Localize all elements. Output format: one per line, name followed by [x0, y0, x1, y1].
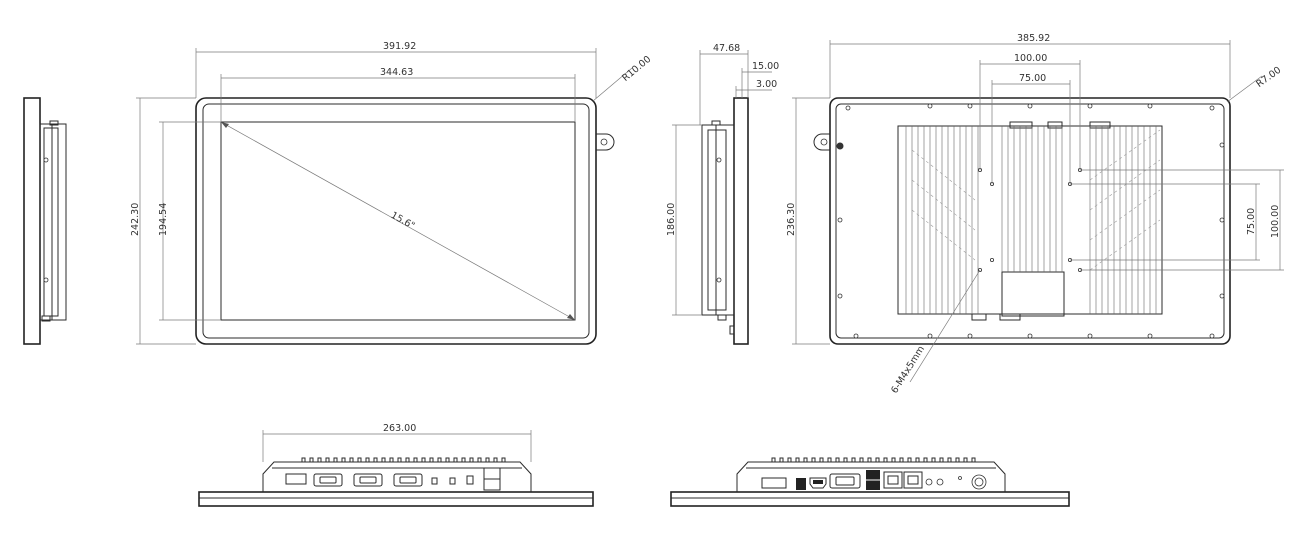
front-width-active-label: 344.63 — [380, 67, 413, 78]
usb-port-stack — [483, 467, 501, 491]
bottom-view-right — [670, 457, 1070, 507]
power-button — [971, 474, 987, 490]
rear-view: 385.92 100.00 75.00 R7.00 236.30 75.00 1… — [786, 33, 1284, 396]
audio-jack-right-2 — [936, 478, 944, 486]
side-height-label: 186.00 — [666, 203, 677, 236]
front-view: 15.6" 391.92 344.63 R10.00 242.30 194.54 — [130, 41, 653, 345]
audio-jack-1 — [431, 477, 438, 485]
audio-jack-2 — [449, 477, 456, 485]
front-corner-radius-label: R10.00 — [620, 54, 653, 84]
rear-height-label: 236.30 — [786, 203, 797, 236]
front-height-outer-label: 242.30 — [130, 203, 141, 236]
left-side-view — [23, 97, 67, 345]
screen-diagonal-label: 15.6" — [389, 210, 417, 232]
front-height-active-label: 194.54 — [158, 203, 169, 236]
rear-corner-radius-label: R7.00 — [1254, 65, 1283, 90]
front-width-outer-label: 391.92 — [383, 41, 416, 52]
side-depth-label: 47.68 — [713, 43, 740, 54]
sim-card-slot — [761, 477, 787, 489]
ethernet-port-1 — [883, 471, 903, 489]
rear-vesa-75-label: 75.00 — [1019, 73, 1046, 84]
rear-vesa-100-vertical-label: 100.00 — [1270, 205, 1281, 238]
heatsink-fins — [905, 126, 1157, 314]
bottom-left-vents — [301, 457, 506, 463]
screw-spec-label: 6-M4x5mm — [889, 344, 927, 396]
bottom-width-label: 263.00 — [383, 423, 416, 434]
bottom-right-vents — [771, 457, 976, 463]
dc-power-jack — [796, 478, 806, 490]
audio-jack-3 — [466, 475, 474, 485]
serial-port-3 — [393, 473, 423, 487]
right-side-view: 47.68 15.00 3.00 186.00 — [666, 43, 779, 345]
serial-port-2 — [353, 473, 383, 487]
audio-jack-right-1 — [925, 478, 933, 486]
vga-port — [829, 473, 861, 489]
bottom-view-left: 263.00 — [198, 423, 594, 507]
rear-vesa-75-vertical-label: 75.00 — [1246, 208, 1257, 235]
power-terminal-port — [285, 473, 307, 485]
hdmi-port — [809, 477, 827, 489]
side-lip-label: 3.00 — [756, 79, 777, 90]
serial-port-1 — [313, 473, 343, 487]
usb-port-pair — [866, 470, 880, 490]
side-bezel-label: 15.00 — [752, 61, 779, 72]
rear-width-label: 385.92 — [1017, 33, 1050, 44]
ethernet-port-2 — [903, 471, 923, 489]
led-indicator — [958, 476, 962, 480]
rear-vesa-100-label: 100.00 — [1014, 53, 1047, 64]
